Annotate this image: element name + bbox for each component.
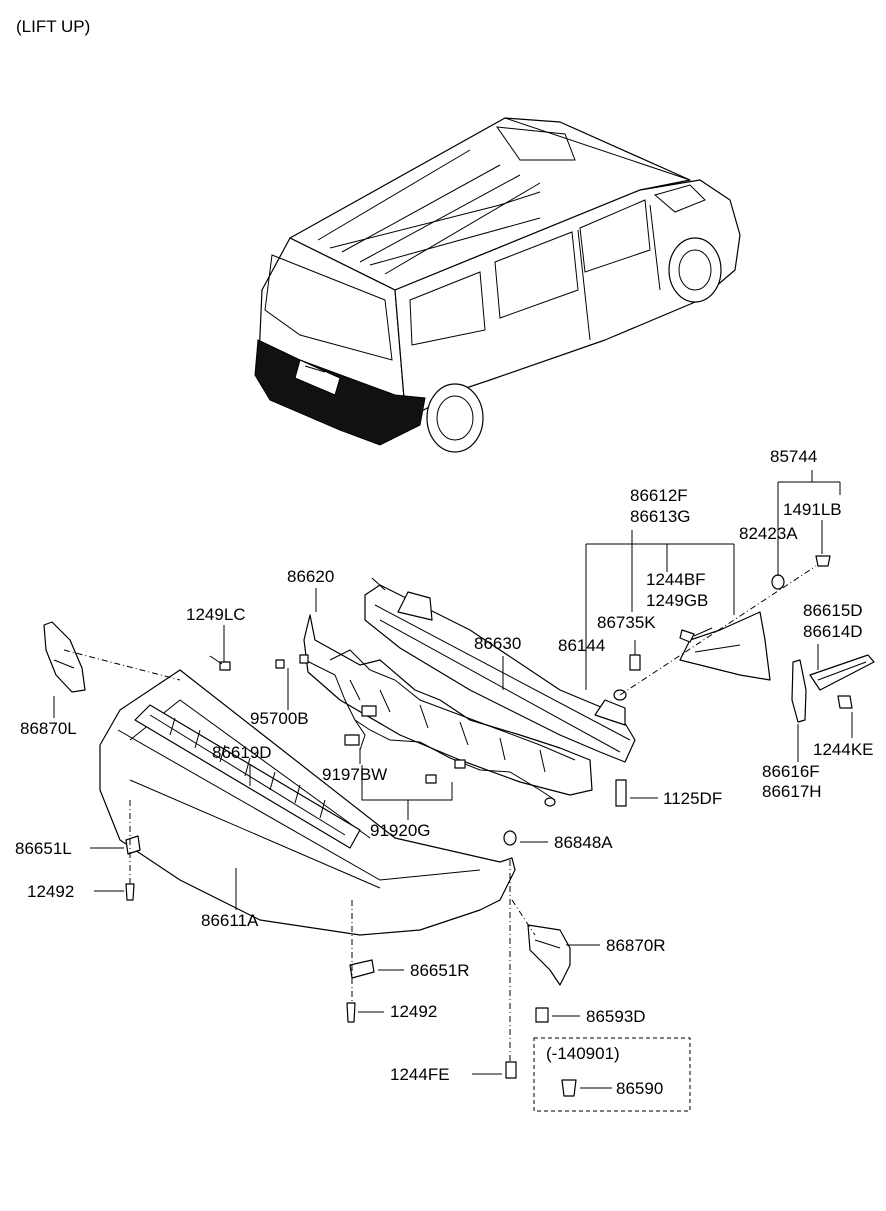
side-bracket-86616F (791, 659, 807, 723)
label-1491LB: 1491LB (783, 500, 842, 519)
wiring-harness (304, 659, 556, 807)
label-86870R: 86870R (606, 936, 666, 955)
label-86593D: 86593D (586, 1007, 646, 1026)
label-86630: 86630 (474, 634, 522, 653)
label-85744: 85744 (770, 447, 818, 466)
label-1125DF: 1125DF (663, 789, 723, 808)
variant-box (533, 1037, 691, 1112)
label-86620: 86620 (287, 567, 335, 586)
label-86612F: 86612F (630, 486, 688, 505)
label-12492-right: 12492 (390, 1002, 438, 1021)
side-bracket-86615D (809, 654, 875, 691)
label-86144: 86144 (558, 636, 606, 655)
label-82423A: 82423A (739, 524, 798, 543)
label-86614D: 86614D (803, 622, 863, 641)
label-86617H: 86617H (762, 782, 822, 801)
energy-absorber (303, 614, 593, 796)
label-9197BW: 9197BW (322, 765, 388, 784)
label-1244FE: 1244FE (390, 1065, 450, 1084)
mudguard-left (43, 621, 181, 693)
label-86613G: 86613G (630, 507, 691, 526)
diagram-header: (LIFT UP) (16, 17, 91, 36)
label-86590: 86590 (616, 1079, 664, 1098)
label-86615D: 86615D (803, 601, 863, 620)
label-86611A: 86611A (201, 911, 259, 930)
label-86848A: 86848A (554, 833, 613, 852)
fasteners (125, 555, 853, 1097)
label-1249GB: 1249GB (646, 591, 709, 610)
label-91920G: 91920G (370, 821, 431, 840)
vehicle-illustration (254, 117, 741, 453)
label-1249LC: 1249LC (186, 605, 246, 624)
step-plate (134, 704, 361, 849)
label-86616F: 86616F (762, 762, 820, 781)
label-86651L: 86651L (15, 839, 72, 858)
label-1244BF: 1244BF (646, 570, 706, 589)
mudguard-right (511, 899, 571, 986)
label-86651R: 86651R (410, 961, 470, 980)
label-86870L: 86870L (20, 719, 77, 738)
leader-lines (53, 470, 853, 1089)
label-1244KE: 1244KE (813, 740, 874, 759)
label-86619D: 86619D (212, 743, 272, 762)
label-86735K: 86735K (597, 613, 656, 632)
corner-garnish (679, 611, 771, 681)
label-95700B: 95700B (250, 709, 309, 728)
label-12492-left: 12492 (27, 882, 75, 901)
label-140901: (-140901) (546, 1044, 620, 1063)
